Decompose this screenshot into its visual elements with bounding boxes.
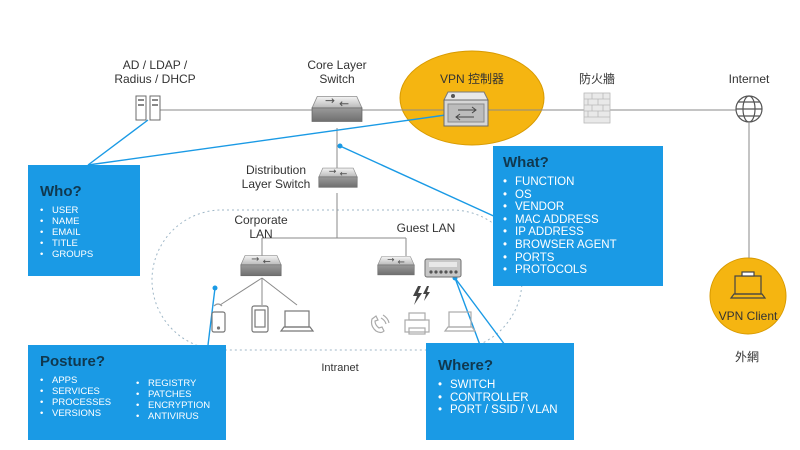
- switch-icon: [311, 95, 363, 122]
- vpn-client-label: VPN Client: [718, 309, 778, 323]
- list-item: OS: [503, 189, 663, 202]
- info-connectors: [87, 112, 506, 346]
- guest-lan-label: Guest LAN: [396, 221, 456, 235]
- list-item: BROWSER AGENT: [503, 239, 663, 252]
- switch-icon: [377, 256, 415, 276]
- what-list: FUNCTION OS VENDOR MAC ADDRESS IP ADDRES…: [503, 176, 663, 277]
- printer-icon: [404, 312, 430, 335]
- who-panel: Who? USER NAME EMAIL TITLE GROUPS: [28, 165, 140, 276]
- list-item: PORTS: [503, 252, 663, 265]
- list-item: SERVICES: [40, 386, 136, 397]
- connector-dot: [337, 143, 343, 149]
- list-item: NAME: [40, 216, 140, 227]
- ad-ldap-label: AD / LDAP / Radius / DHCP: [114, 58, 196, 86]
- vpn-client-highlight: [709, 257, 787, 335]
- where-panel: Where? SWITCH CONTROLLER PORT / SSID / V…: [426, 343, 574, 440]
- list-item: SWITCH: [438, 379, 574, 392]
- list-item: GROUPS: [40, 249, 140, 260]
- guest-devices: [370, 311, 477, 335]
- globe-icon: [735, 95, 763, 123]
- list-item: PROTOCOLS: [503, 264, 663, 277]
- list-item: MAC ADDRESS: [503, 214, 663, 227]
- who-list: USER NAME EMAIL TITLE GROUPS: [40, 205, 140, 260]
- intranet-label: Intranet: [321, 362, 359, 374]
- list-item: APPS: [40, 375, 136, 386]
- corporate-lan-label: Corporate LAN: [234, 213, 288, 241]
- list-item: REGISTRY: [136, 378, 210, 389]
- lightning-icon: [413, 286, 430, 305]
- server-icon: [135, 95, 161, 121]
- where-title: Where?: [438, 357, 494, 374]
- vpn-appliance-icon: [443, 91, 489, 127]
- list-item: ANTIVIRUS: [136, 411, 210, 422]
- list-item: PORT / SSID / VLAN: [438, 404, 574, 417]
- switch-icon: [240, 255, 282, 277]
- firewall-icon: [583, 92, 611, 124]
- list-item: VENDOR: [503, 201, 663, 214]
- list-item: TITLE: [40, 238, 140, 249]
- who-title: Who?: [40, 183, 82, 200]
- laptop-icon: [729, 271, 767, 299]
- laptop-icon: [284, 310, 310, 328]
- list-item: ENCRYPTION: [136, 400, 210, 411]
- list-item: VERSIONS: [40, 408, 136, 419]
- list-item: PROCESSES: [40, 397, 136, 408]
- what-title: What?: [503, 154, 549, 171]
- posture-list-left: APPS SERVICES PROCESSES VERSIONS: [40, 375, 136, 422]
- corporate-devices: [211, 303, 315, 333]
- wireless-controller-icon: [424, 258, 462, 278]
- phone-icon: [370, 314, 390, 334]
- distribution-switch-label: Distribution Layer Switch: [241, 163, 311, 191]
- list-item: CONTROLLER: [438, 392, 574, 405]
- core-switch-label: Core Layer Switch: [307, 58, 367, 86]
- switch-icon: [318, 167, 358, 188]
- tablet-icon: [211, 311, 226, 333]
- firewall-label: 防火牆: [578, 72, 615, 86]
- list-item: USER: [40, 205, 140, 216]
- extranet-label: 外網: [734, 350, 759, 364]
- posture-list-right: REGISTRY PATCHES ENCRYPTION ANTIVIRUS: [136, 378, 210, 422]
- list-item: IP ADDRESS: [503, 226, 663, 239]
- laptop-icon: [443, 311, 477, 332]
- internet-label: Internet: [728, 72, 770, 86]
- list-item: EMAIL: [40, 227, 140, 238]
- connector-dot: [212, 285, 218, 291]
- vpn-controller-label: VPN 控制器: [439, 72, 504, 86]
- posture-title: Posture?: [40, 353, 106, 370]
- list-item: FUNCTION: [503, 176, 663, 189]
- where-list: SWITCH CONTROLLER PORT / SSID / VLAN: [438, 379, 574, 417]
- list-item: PATCHES: [136, 389, 210, 400]
- what-panel: What? FUNCTION OS VENDOR MAC ADDRESS IP …: [493, 146, 663, 286]
- posture-panel: Posture? APPS SERVICES PROCESSES VERSION…: [28, 345, 226, 440]
- phone-icon: [251, 305, 269, 333]
